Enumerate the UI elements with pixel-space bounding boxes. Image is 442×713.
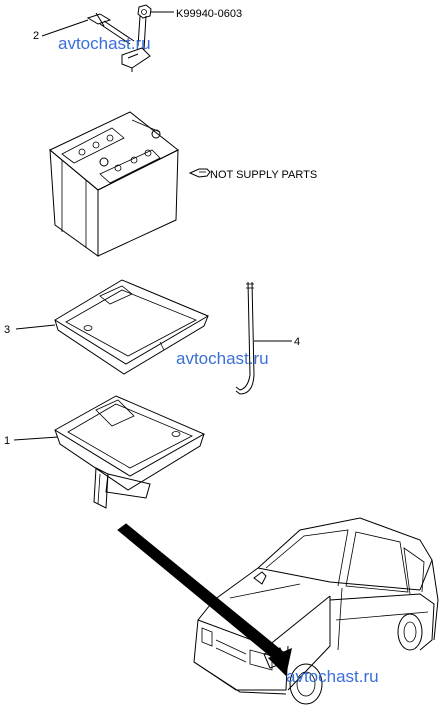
callout-4: 4 [294, 336, 300, 348]
hold-down-rod-part [235, 281, 255, 395]
battery-bracket-part [54, 395, 206, 509]
battery-tray-part [54, 279, 210, 375]
leader-line-3 [15, 324, 56, 330]
leader-line-2 [41, 19, 89, 37]
car-illustration [193, 517, 439, 705]
battery-clamp-part [86, 12, 151, 72]
watermark-middle: avtochast.ru [176, 349, 269, 368]
not-supply-parts-note: NOT SUPPLY PARTS [210, 169, 317, 181]
callout-1: 1 [4, 435, 10, 447]
callout-3: 3 [4, 324, 10, 336]
watermark-bottom: avtochast.ru [286, 667, 379, 686]
location-arrow [117, 523, 289, 665]
battery [49, 111, 179, 257]
watermark-top: avtochast.ru [58, 34, 151, 53]
bolt-part-number: K99940-0603 [176, 8, 242, 20]
location-arrow-head [268, 648, 292, 676]
not-supply-hand-icon [188, 168, 211, 178]
leader-line-1 [13, 436, 59, 441]
bolt-part [137, 4, 174, 19]
callout-2: 2 [33, 30, 39, 42]
